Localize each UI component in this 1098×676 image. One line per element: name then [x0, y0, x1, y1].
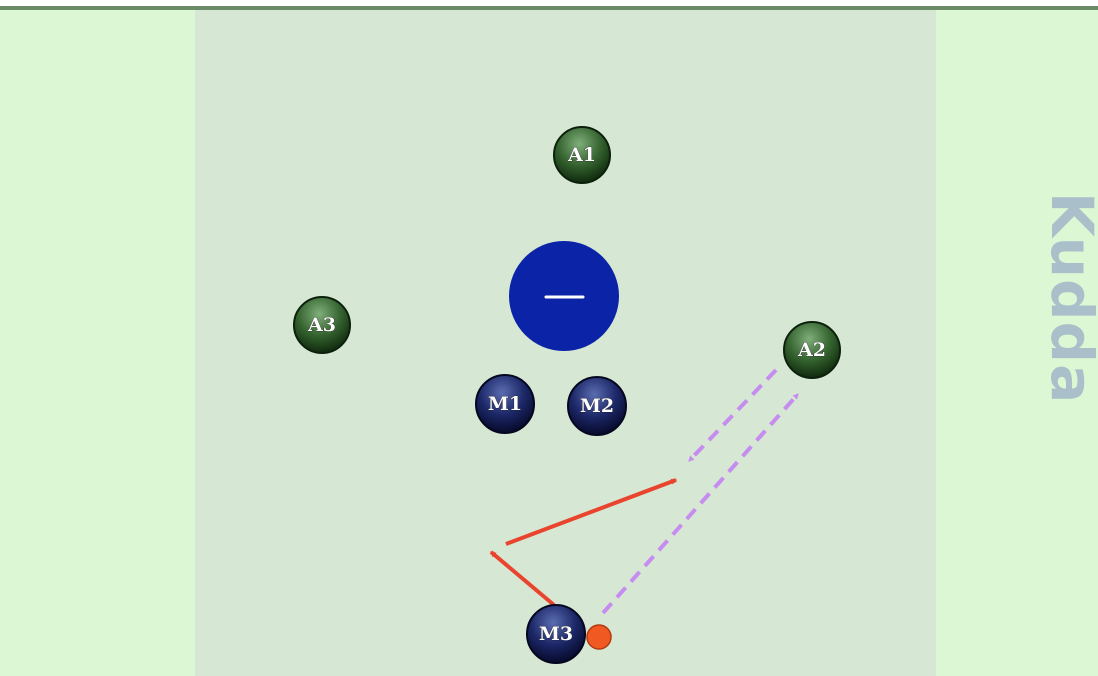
player-label: M1 — [488, 393, 522, 415]
player-label: M3 — [539, 623, 573, 645]
kudda-logo: Kudda — [1038, 192, 1098, 404]
movement-arrows — [489, 368, 800, 615]
top-margin — [0, 0, 1098, 10]
run-arrow-leg-2 — [505, 478, 678, 546]
player-a2[interactable]: A2 — [783, 321, 841, 379]
goal-circle-icon[interactable] — [509, 241, 619, 351]
attacker-disc-icon — [293, 296, 351, 354]
player-a1[interactable]: A1 — [553, 126, 611, 184]
player-a3[interactable]: A3 — [293, 296, 351, 354]
attacker-disc-icon — [553, 126, 611, 184]
player-m2[interactable]: M2 — [567, 376, 627, 436]
player-label: M2 — [580, 395, 614, 417]
player-label: A1 — [567, 144, 596, 166]
defender-disc-icon — [475, 374, 535, 434]
run-arrow-leg-1 — [489, 550, 556, 607]
pass-arrow-to-a2 — [601, 392, 800, 615]
kudda-logo-text: Kudda — [1038, 192, 1098, 404]
defender-disc-icon — [526, 604, 586, 664]
top-border-line — [0, 6, 1098, 10]
player-label: A3 — [307, 314, 336, 336]
attacker-disc-icon — [783, 321, 841, 379]
defender-disc-icon — [567, 376, 627, 436]
player-m3[interactable]: M3 — [526, 604, 586, 664]
player-m1[interactable]: M1 — [475, 374, 535, 434]
ball-dot-icon[interactable] — [586, 624, 612, 650]
player-label: A2 — [797, 339, 826, 361]
